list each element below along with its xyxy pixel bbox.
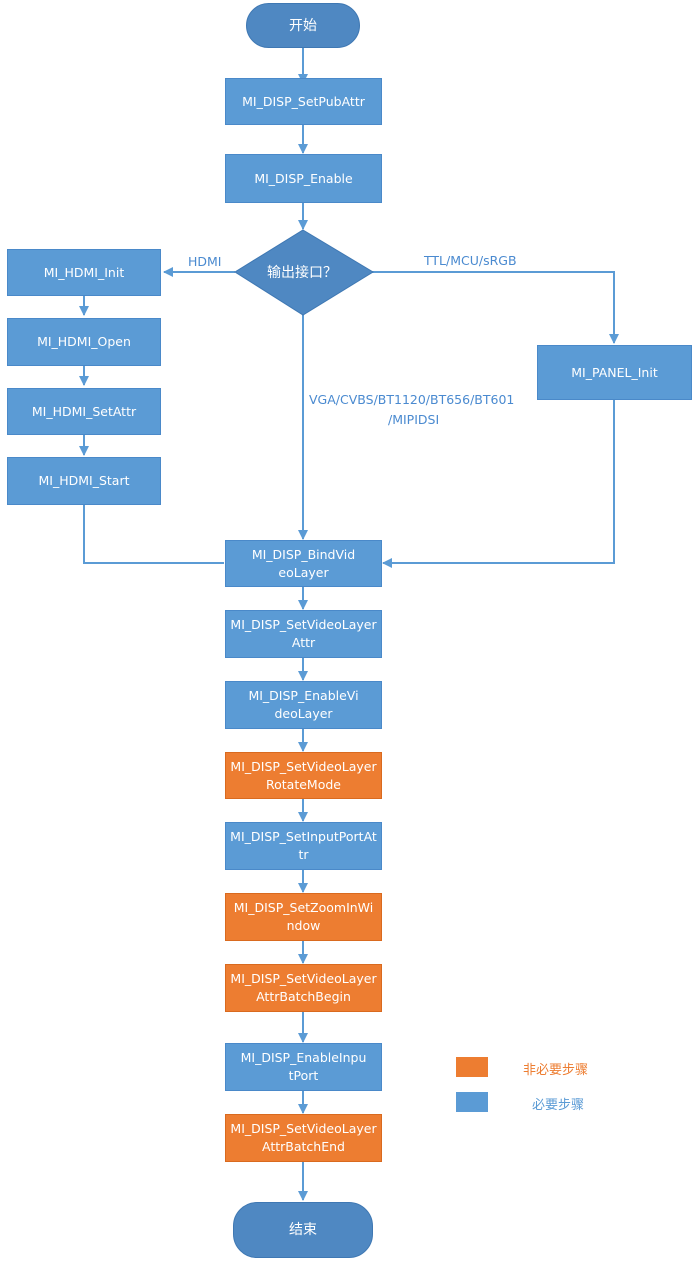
enable-video-layer-step: MI_DISP_EnableVideoLayer: [225, 681, 382, 729]
decision-label: 输出接口？: [267, 265, 337, 281]
legend-optional-swatch: [456, 1057, 488, 1077]
set-video-layer-attr-batch-end-step: MI_DISP_SetVideoLayerAttrBatchEnd: [225, 1114, 382, 1162]
bind-video-layer-step: MI_DISP_BindVideoLayer: [225, 540, 382, 587]
edge-panel-bind: [382, 400, 615, 568]
enable-input-port-step: MI_DISP_EnableInputPort: [225, 1043, 382, 1091]
legend-required-swatch: [456, 1092, 488, 1112]
set-video-layer-attr-batch-begin-step: MI_DISP_SetVideoLayerAttrBatchBegin: [225, 964, 382, 1012]
edge-label-hdmi: HDMI: [188, 254, 222, 269]
hdmi-init-step: MI_HDMI_Init: [7, 249, 161, 296]
legend-required-label: 必要步骤: [532, 1098, 585, 1113]
edge-label-vga-line1: VGA/CVBS/BT1120/BT656/BT601: [309, 392, 515, 407]
set-zoom-in-window-step: MI_DISP_SetZoomInWindow: [225, 893, 382, 941]
start-node: 开始: [246, 3, 360, 48]
hdmi-set-attr-step: MI_HDMI_SetAttr: [7, 388, 161, 435]
decision-diamond: [234, 229, 374, 316]
set-video-layer-attr-step: MI_DISP_SetVideoLayerAttr: [225, 610, 382, 658]
edge-label-ttl: TTL/MCU/sRGB: [424, 253, 517, 268]
end-node: 结束: [233, 1202, 373, 1258]
set-pub-attr-step: MI_DISP_SetPubAttr: [225, 78, 382, 125]
enable-step: MI_DISP_Enable: [225, 154, 382, 203]
hdmi-start-step: MI_HDMI_Start: [7, 457, 161, 505]
legend-optional-label: 非必要步骤: [523, 1063, 589, 1078]
set-video-layer-rotate-mode-step: MI_DISP_SetVideoLayerRotateMode: [225, 752, 382, 799]
edge-hdmistart-bind: [83, 505, 224, 564]
edge-label-vga-line2: /MIPIDSI: [388, 412, 440, 427]
edge-decision-panel: [372, 271, 619, 344]
hdmi-open-step: MI_HDMI_Open: [7, 318, 161, 366]
panel-init-step: MI_PANEL_Init: [537, 345, 692, 400]
set-input-port-attr-step: MI_DISP_SetInputPortAttr: [225, 822, 382, 870]
